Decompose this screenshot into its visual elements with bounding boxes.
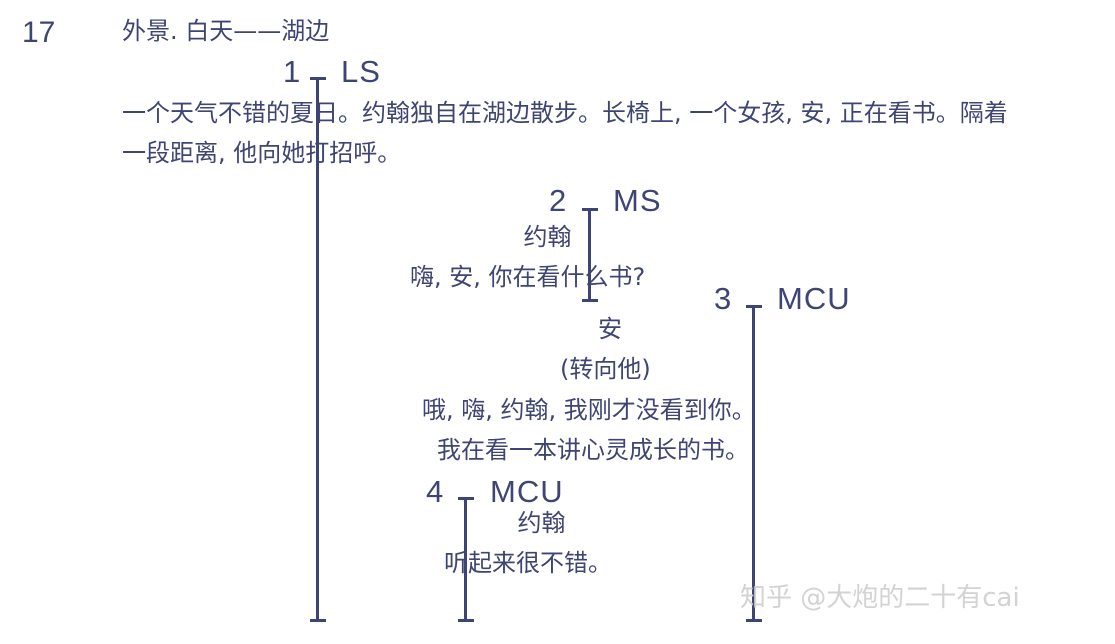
shot-2-number: 2	[549, 183, 568, 218]
character-name-john: 约翰	[517, 509, 566, 537]
action-line-1: 一个天气不错的夏日。约翰独自在湖边散步。长椅上, 一个女孩, 安, 正在看书。隔…	[122, 99, 1008, 127]
dialogue-line: 听起来很不错。	[444, 549, 612, 577]
shot-3-type: MCU	[777, 281, 851, 316]
shot-3-number: 3	[714, 281, 733, 316]
dialogue-line: 哦, 嗨, 约翰, 我刚才没看到你。	[422, 396, 756, 424]
dialogue-line: 我在看一本讲心灵成长的书。	[437, 436, 749, 464]
dialogue-line: 嗨, 安, 你在看什么书?	[410, 263, 646, 291]
shot-2-type: MS	[613, 183, 662, 218]
watermark: 知乎 @大炮的二十有cai	[740, 583, 1020, 613]
shot-1-line	[316, 77, 319, 622]
shot-2-line-bottom-cap	[582, 299, 598, 302]
character-name-ann: 安	[598, 315, 622, 343]
scene-number: 17	[22, 16, 56, 49]
shot-1-number: 1	[283, 54, 302, 89]
shot-4-number: 4	[426, 474, 445, 509]
shot-4-type: MCU	[490, 474, 564, 509]
shot-3-line	[752, 305, 755, 622]
shot-2-line	[588, 208, 591, 302]
shot-4-line	[464, 497, 467, 622]
shot-3-line-bottom-cap	[746, 619, 762, 622]
action-line-2: 一段距离, 他向她打招呼。	[122, 139, 402, 167]
shot-4-line-bottom-cap	[458, 619, 474, 622]
scene-heading: 外景. 白天——湖边	[122, 17, 330, 45]
character-name-john: 约翰	[523, 223, 572, 251]
parenthetical: (转向他)	[560, 355, 651, 383]
shot-1-type: LS	[341, 54, 381, 89]
shot-1-line-bottom-cap	[310, 619, 326, 622]
